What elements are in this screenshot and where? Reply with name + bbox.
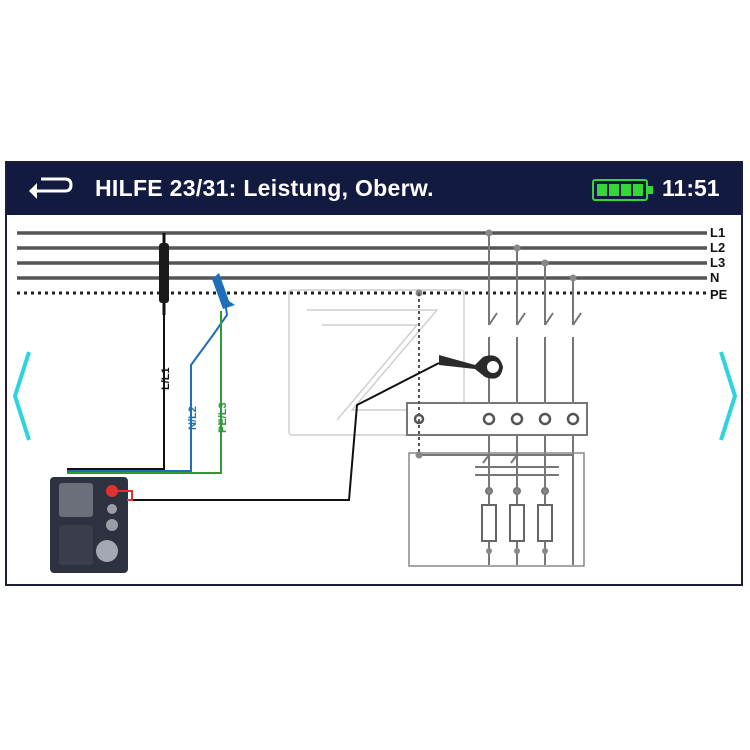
test-instrument: [50, 477, 133, 573]
battery-cell: [633, 184, 643, 196]
wiring-diagram: L1 L2 L3 N PE: [17, 225, 728, 573]
battery-cell: [597, 184, 607, 196]
bus-label-n: N: [710, 270, 719, 285]
lead-label-l-l1: L/L1: [160, 367, 172, 390]
clamp-lead: [127, 362, 440, 501]
help-screen: HILFE 23/31: Leistung, Oberw. 11:51 L1 L…: [5, 161, 743, 586]
lead-label-n-l2: N/L2: [187, 406, 199, 430]
load-cabinet: [408, 452, 585, 567]
resistor-nodes: [486, 548, 548, 554]
back-arrow-icon[interactable]: [21, 171, 77, 207]
current-clamp: [439, 355, 503, 379]
capacitor-group: [475, 454, 559, 495]
load-branches: [488, 233, 582, 565]
pe-node: [415, 451, 423, 459]
bus-label-l2: L2: [710, 240, 725, 255]
battery-cell: [621, 184, 631, 196]
n-l2-lead: [67, 273, 235, 472]
pe-l3-lead: [67, 311, 222, 474]
chevron-right-icon[interactable]: [715, 348, 741, 444]
chevron-left-icon[interactable]: [9, 348, 35, 444]
title-bar: HILFE 23/31: Leistung, Oberw. 11:51: [7, 163, 741, 215]
bus-label-l1: L1: [710, 225, 725, 240]
bus-label-l3: L3: [710, 255, 725, 270]
battery-cell: [609, 184, 619, 196]
lead-label-pe-l3: PE/L3: [217, 402, 229, 433]
clock: 11:51: [662, 175, 720, 201]
bus-lines: [17, 231, 707, 295]
terminal-block: [406, 402, 588, 436]
bus-label-pe: PE: [710, 287, 728, 302]
l-l1-lead: [67, 233, 169, 470]
resistor-group: [481, 504, 553, 542]
page-title: HILFE 23/31: Leistung, Oberw.: [95, 175, 434, 201]
battery-icon: [592, 179, 653, 201]
